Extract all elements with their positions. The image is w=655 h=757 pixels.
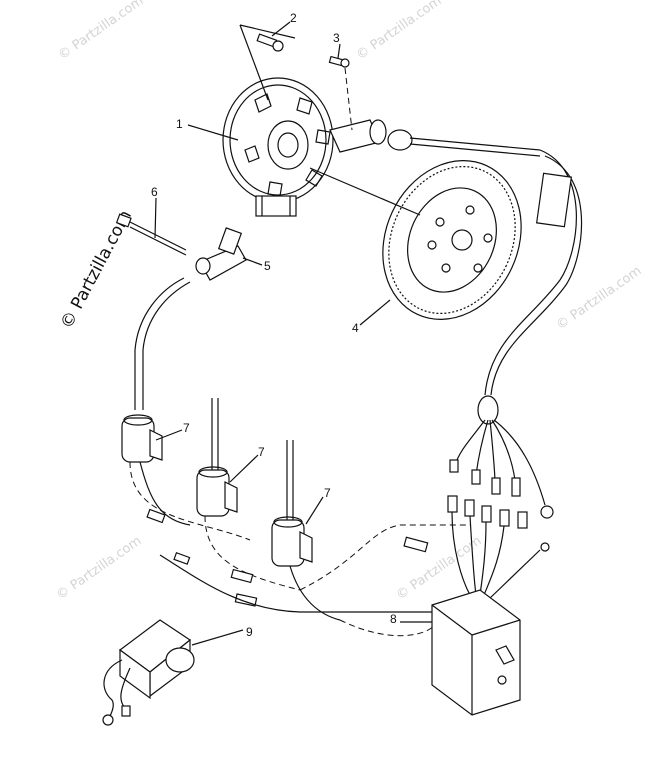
- stator-assembly: [222, 77, 334, 217]
- callout-2: 2: [290, 11, 297, 25]
- callout-numbers: 1 2 3 4 5 6 7 7 7 8 9: [151, 11, 397, 639]
- callout-9: 9: [246, 625, 253, 639]
- wiring-harness-fanout: [403, 395, 554, 601]
- ignition-coil-1: [121, 414, 163, 463]
- callout-4: 4: [352, 321, 359, 335]
- callout-7-third: 7: [324, 486, 331, 500]
- callout-6: 6: [151, 185, 158, 199]
- starter-relay: [102, 619, 195, 726]
- callout-1: 1: [176, 117, 183, 131]
- watermark-faint: © Partzilla.com: [54, 533, 145, 603]
- spark-plug-cap: [195, 227, 247, 281]
- screw-part-3: [328, 55, 350, 68]
- callout-7-second: 7: [258, 445, 265, 459]
- ignition-coil-3: [271, 440, 313, 567]
- hub-and-harness-grommet: [329, 119, 541, 157]
- leader-lines: [154, 21, 432, 646]
- cdi-box: [431, 589, 521, 716]
- watermark-faint: © Partzilla.com: [354, 0, 445, 63]
- ignition-coil-2: [196, 398, 238, 517]
- faint-watermarks: © Partzilla.com © Partzilla.com © Partzi…: [54, 0, 645, 603]
- watermark-faint: © Partzilla.com: [554, 263, 645, 333]
- screw-part-2: [256, 33, 284, 52]
- callout-5: 5: [264, 259, 271, 273]
- watermark-faint: © Partzilla.com: [56, 0, 147, 63]
- callout-7-first: 7: [183, 421, 190, 435]
- cable-tie: [115, 213, 187, 256]
- callout-3: 3: [333, 31, 340, 45]
- callout-8: 8: [390, 612, 397, 626]
- flywheel: [382, 160, 522, 320]
